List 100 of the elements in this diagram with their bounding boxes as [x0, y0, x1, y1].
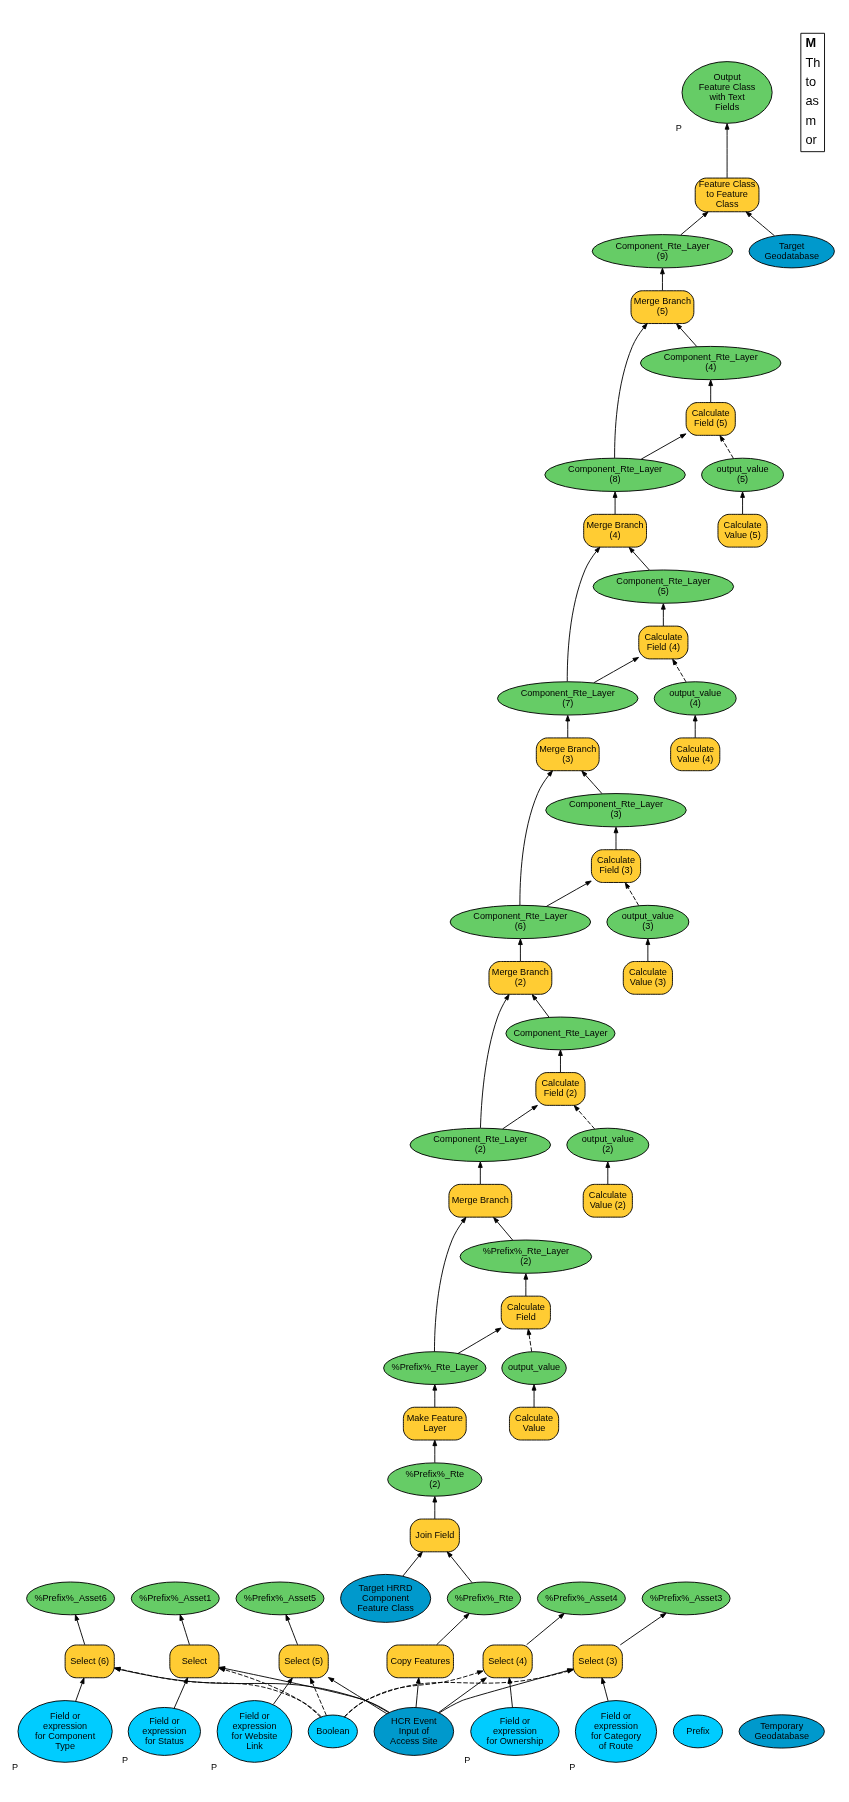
arrow [614, 323, 648, 459]
arrow [179, 1614, 190, 1646]
label: m [805, 112, 816, 128]
arrow [593, 657, 640, 684]
arrow [719, 435, 734, 459]
arrow [415, 1677, 421, 1708]
arrow [432, 1384, 438, 1408]
arrow [526, 1328, 533, 1353]
arrow [546, 880, 592, 907]
arrow [581, 770, 603, 795]
node-ellipse: %Prefix%_Asset4 [536, 1581, 626, 1616]
arrow [502, 1104, 538, 1130]
arrow [75, 1677, 85, 1702]
node-ellipse: output_value (3) [606, 904, 690, 940]
node-ellipse: output_value [501, 1351, 567, 1385]
arrow [566, 546, 601, 682]
node-label: P [675, 122, 682, 133]
arrow [518, 938, 523, 962]
node-ellipse: %Prefix%_Rte (2) [387, 1462, 483, 1497]
arrow [612, 491, 618, 515]
arrow [432, 1439, 438, 1464]
arrow [640, 433, 687, 460]
node-label: P [569, 1761, 576, 1772]
node-ellipse: Component_Rte_Layer (3) [545, 793, 687, 828]
arrow [660, 267, 665, 292]
node-ellipse: Field or expression for Category of Route [574, 1700, 658, 1763]
arrow [692, 715, 698, 739]
node-box: Join Field [409, 1518, 460, 1553]
arrow [343, 1668, 574, 1718]
arrow [531, 994, 550, 1018]
node-box: Calculate Field (5) [685, 402, 736, 436]
arrow [745, 211, 775, 237]
node-ellipse: output_value (2) [566, 1127, 650, 1162]
node-ellipse: Boolean [307, 1714, 358, 1749]
arrow [624, 882, 640, 906]
arrow [402, 1551, 423, 1577]
node-box: Calculate Field (2) [535, 1072, 586, 1106]
node-label: P [210, 1761, 218, 1772]
node-label: P [122, 1754, 129, 1765]
node-box: Select (3) [572, 1644, 623, 1679]
arrow [613, 826, 619, 850]
node-ellipse: Component_Rte_Layer (9) [591, 234, 734, 269]
arrow [327, 1677, 388, 1715]
arrow [680, 211, 709, 236]
node-box: Calculate Value (4) [670, 737, 721, 772]
node-box: Calculate Value (3) [622, 961, 673, 995]
arrow [285, 1614, 299, 1646]
arrow [601, 1677, 609, 1702]
node-ellipse: Component_Rte_Layer (7) [497, 681, 639, 716]
arrow [661, 603, 666, 627]
node-ellipse: Component_Rte_Layer (5) [592, 569, 735, 604]
node-ellipse: Temporary Geodatabase [738, 1714, 825, 1749]
node-box: Copy Features [386, 1644, 454, 1679]
node-box: Merge Branch (3) [535, 737, 600, 772]
arrow [74, 1614, 86, 1646]
node-box: Select (5) [278, 1644, 329, 1679]
arrow [434, 1216, 467, 1353]
arrow [436, 1613, 470, 1646]
arrow [708, 379, 714, 403]
arrow [526, 1613, 565, 1646]
arrow [457, 1327, 502, 1354]
arrow [446, 1551, 473, 1584]
node-box: Calculate Field (4) [638, 625, 689, 660]
arrow [558, 1049, 563, 1073]
node-ellipse: Field or expression for Website Link [216, 1700, 293, 1763]
node-label: P [11, 1761, 18, 1772]
node-box: Calculate Field [500, 1295, 551, 1330]
arrow [507, 1677, 513, 1708]
arrow [605, 1161, 611, 1185]
arrow [565, 715, 571, 739]
node-ellipse: %Prefix%_Asset1 [130, 1581, 220, 1616]
node-box: Calculate Value (2) [582, 1183, 633, 1218]
node-ellipse: Component_Rte_Layer [505, 1016, 616, 1051]
node-ellipse: Component_Rte_Layer (6) [449, 904, 592, 940]
node-ellipse: output_value (4) [653, 681, 737, 716]
node-box: Merge Branch [448, 1183, 513, 1218]
node-ellipse: %Prefix%_Asset6 [26, 1581, 115, 1616]
label: or [805, 131, 817, 147]
node-box: Merge Branch (5) [630, 290, 695, 324]
arrow [477, 1161, 483, 1185]
node-box: Select [169, 1644, 220, 1679]
arrow [493, 1217, 514, 1241]
arrow [724, 123, 730, 179]
node-ellipse: Field or expression for Component Type [17, 1700, 113, 1763]
arrow [344, 1670, 484, 1718]
node-box: Make Feature Layer [402, 1406, 467, 1441]
node-box: Merge Branch (2) [488, 961, 553, 995]
label: Th [805, 55, 821, 71]
arrow [519, 770, 553, 906]
node-ellipse: Component_Rte_Layer (4) [640, 345, 782, 381]
label: as [805, 93, 819, 109]
node-box: Select (4) [482, 1644, 533, 1679]
node-label: P [464, 1754, 471, 1765]
label: M [805, 35, 816, 51]
arrow [645, 938, 651, 962]
node-ellipse: Target HRRD Component Feature Class [340, 1573, 432, 1623]
arrow [432, 1496, 438, 1520]
node-box: Feature Class to Feature Class [694, 177, 760, 213]
node-ellipse: Prefix [672, 1714, 723, 1749]
arrow [523, 1273, 529, 1297]
